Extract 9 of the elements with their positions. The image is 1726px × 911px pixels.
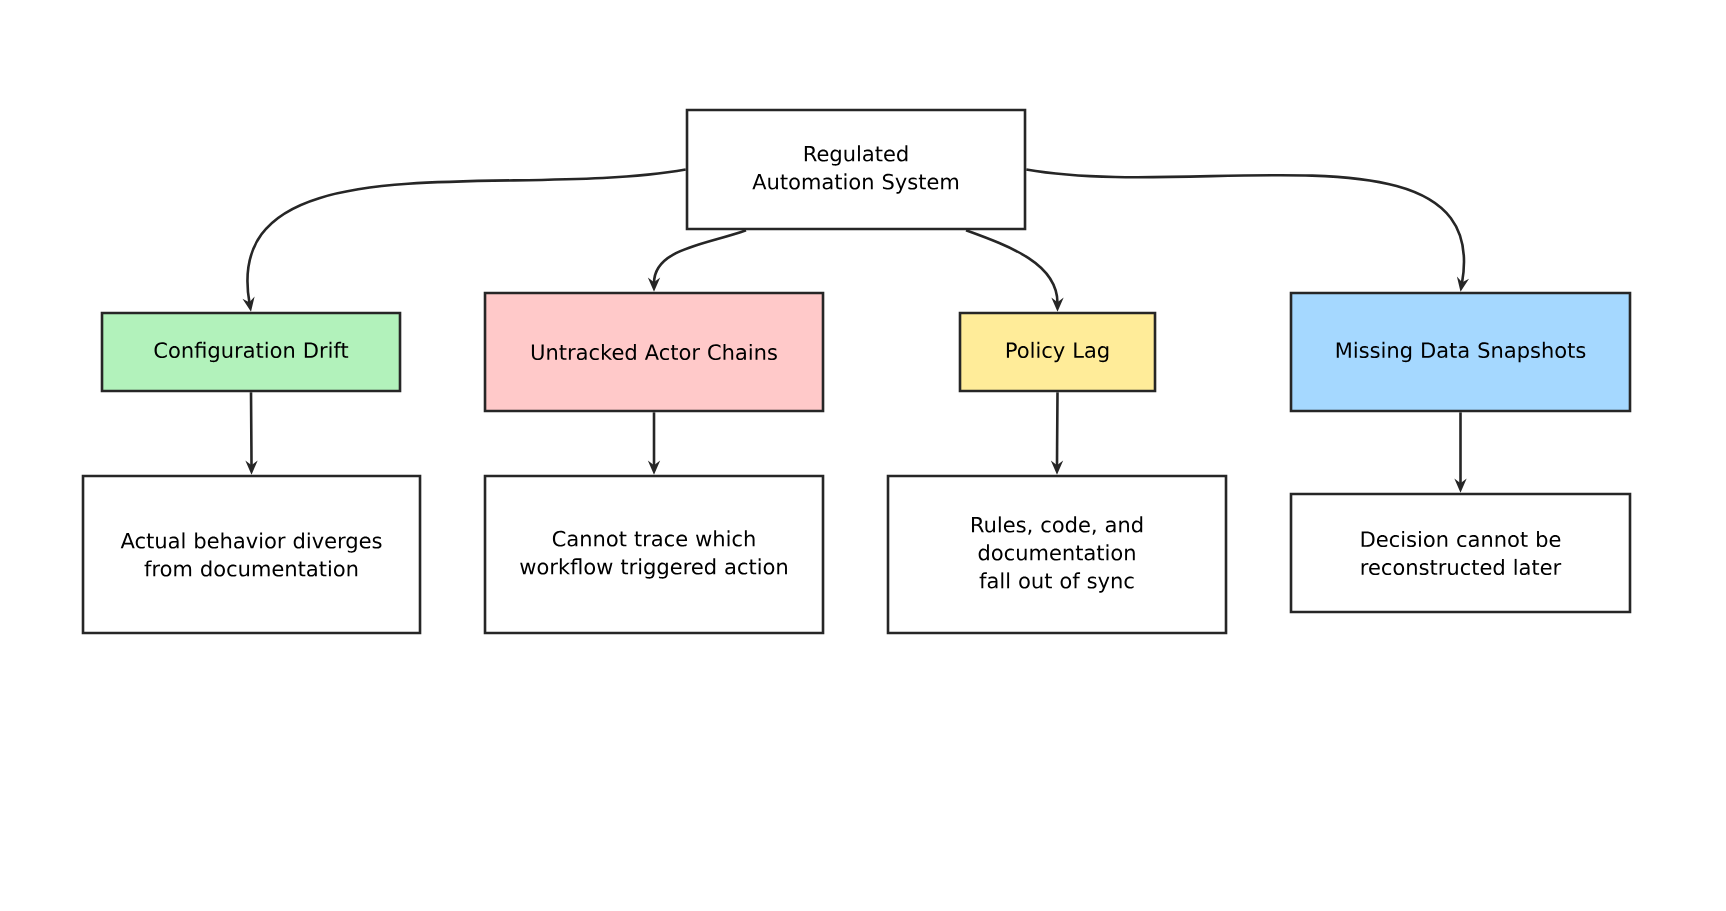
- category-box: Missing Data Snapshots: [1289, 291, 1632, 413]
- description-box: Actual behavior diverges from documentation: [81, 474, 422, 635]
- category-box: Untracked Actor Chains: [483, 291, 825, 413]
- root-box: Regulated Automation System: [685, 108, 1027, 231]
- description-box: Rules, code, and documentation fall out of sync: [886, 474, 1228, 635]
- description-box: Cannot trace which workflow triggered action: [483, 474, 825, 635]
- category-box: Configuration Drift: [100, 311, 402, 393]
- description-box: Decision cannot be reconstructed later: [1289, 492, 1632, 614]
- category-box: Policy Lag: [958, 311, 1157, 393]
